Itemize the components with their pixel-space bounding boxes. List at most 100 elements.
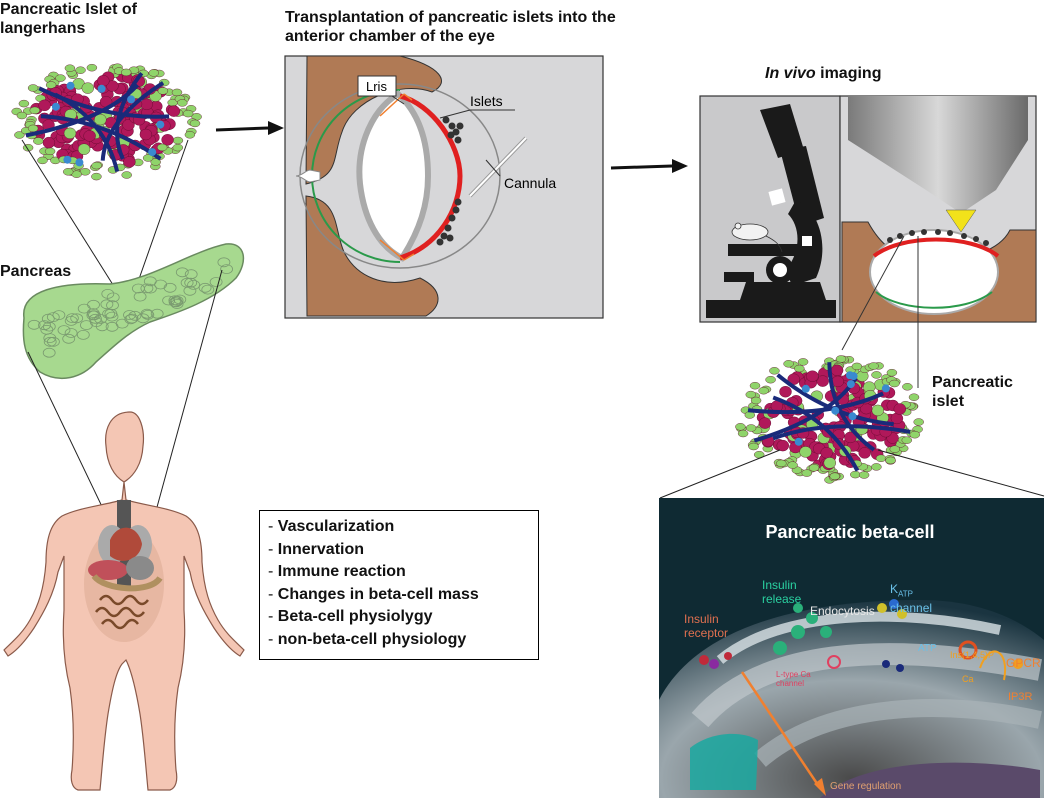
pancreas-lobule xyxy=(27,319,41,330)
islet-right-illustration xyxy=(735,355,924,484)
pancreas-lobule xyxy=(180,277,194,288)
islet-cell xyxy=(38,99,51,112)
islet-cell xyxy=(33,137,44,145)
readout-text: Vascularization xyxy=(277,518,395,535)
islet-cell xyxy=(18,99,30,108)
islet-cell xyxy=(901,436,912,444)
beta-cell-panel xyxy=(659,498,1044,798)
islet-cell xyxy=(748,442,759,451)
islet-blue-cell xyxy=(97,84,106,93)
research-readouts-box: - Vascularization- Innervation- Immune r… xyxy=(259,510,539,660)
islet-cell xyxy=(829,472,840,480)
beta-cell-title: Pancreatic beta-cell xyxy=(765,522,935,542)
pancreas-lobule xyxy=(100,299,114,310)
islet-blue-cell xyxy=(66,81,75,90)
islet-cell xyxy=(142,154,154,162)
islet-blue-cell xyxy=(127,95,136,104)
readout-dash: - xyxy=(268,518,278,535)
readout-dash: - xyxy=(268,630,278,648)
pancreas-lobule xyxy=(86,310,100,321)
islet-blue-cell xyxy=(846,371,854,380)
islet-cell xyxy=(62,168,74,176)
islet-cell xyxy=(858,471,870,479)
readout-text: non-beta-cell physiology xyxy=(277,630,467,648)
pancreas-lobule xyxy=(173,294,187,305)
islet-blue-cell xyxy=(846,380,855,389)
islet-cell xyxy=(851,362,863,371)
pancreas-lobule xyxy=(150,308,164,319)
readout-item: - Vascularization xyxy=(268,516,538,539)
pancreas-lobule xyxy=(101,288,115,299)
islet-cell xyxy=(871,463,882,471)
pancreas-lobule xyxy=(89,317,103,328)
islet-blue-cell xyxy=(848,412,857,421)
islet-cell xyxy=(75,66,86,74)
pancreas-lobule xyxy=(77,303,91,314)
islet-cell xyxy=(64,64,76,72)
pancreas-lobule xyxy=(42,347,56,358)
islet-cell xyxy=(765,376,776,384)
pancreas-lobule xyxy=(70,313,84,324)
islet-vessel xyxy=(54,92,120,173)
islet-cell xyxy=(171,88,183,97)
pancreas-lobule xyxy=(102,308,115,319)
pancreas-lobule xyxy=(46,312,60,323)
islet-cell xyxy=(909,431,920,439)
pancreas-lobule xyxy=(201,284,215,295)
islet-cell xyxy=(806,370,819,382)
islet-cell xyxy=(44,147,56,156)
islet-cell xyxy=(794,364,805,373)
islet-cell xyxy=(77,143,91,155)
islet-cell xyxy=(97,75,110,87)
islet-cell xyxy=(45,81,57,89)
islet-cell xyxy=(27,124,39,133)
human-body-illustration xyxy=(3,411,245,791)
pancreas-lobule xyxy=(183,285,197,296)
readout-text: Beta-cell physiolygy xyxy=(277,608,433,625)
islet-cell xyxy=(157,87,169,95)
label-pancreatic-islet: Pancreatic islet xyxy=(932,374,1013,410)
pancreas-lobule xyxy=(40,324,54,335)
islet-cell xyxy=(871,404,884,417)
islet-cell xyxy=(844,431,857,444)
islet-cell xyxy=(871,371,882,379)
pancreas-lobule xyxy=(106,300,119,311)
readout-text: Changes in beta-cell mass xyxy=(277,585,479,603)
pancreas-lobule xyxy=(76,329,90,340)
islet-cell xyxy=(758,387,769,395)
label-pancreas: Pancreas xyxy=(0,263,72,280)
islet-cell xyxy=(81,82,95,94)
islet-top-illustration xyxy=(11,63,202,181)
islet-cell xyxy=(140,98,153,111)
arrow-1 xyxy=(215,121,284,135)
islet-vessel xyxy=(772,395,860,472)
islet-cell xyxy=(172,143,184,152)
pancreas-lobule xyxy=(184,269,198,280)
islet-cell xyxy=(184,131,196,139)
islet-cell xyxy=(91,172,102,181)
pancreas-lobule xyxy=(124,314,138,325)
label-ip3r: IP3R xyxy=(1008,691,1033,703)
ltype-text: L-type Ca xyxy=(776,670,811,679)
eye-transplantation-panel xyxy=(284,55,604,319)
islet-cell xyxy=(29,106,40,115)
islet-blue-cell xyxy=(75,158,84,167)
readout-dash: - xyxy=(268,585,278,603)
pancreas-lobule xyxy=(52,310,66,321)
islet-blue-cell xyxy=(51,102,60,111)
islet-cell xyxy=(91,161,102,170)
imaging-panel xyxy=(699,95,1037,388)
islet-cell xyxy=(902,383,913,391)
islet-cell xyxy=(16,111,28,120)
pancreas-lobule xyxy=(162,295,176,306)
islet-vessel xyxy=(772,424,911,441)
label-gene-regulation: Gene regulation xyxy=(830,781,902,792)
label-insulin-release: Insulin release xyxy=(762,578,802,606)
islet-cell xyxy=(787,461,798,469)
ltype-channel: channel xyxy=(776,679,805,688)
islet-cell xyxy=(27,84,39,92)
islet-cell xyxy=(868,362,879,370)
islet-cell xyxy=(148,69,160,77)
readout-item: - Beta-cell physiolygy xyxy=(268,606,538,629)
